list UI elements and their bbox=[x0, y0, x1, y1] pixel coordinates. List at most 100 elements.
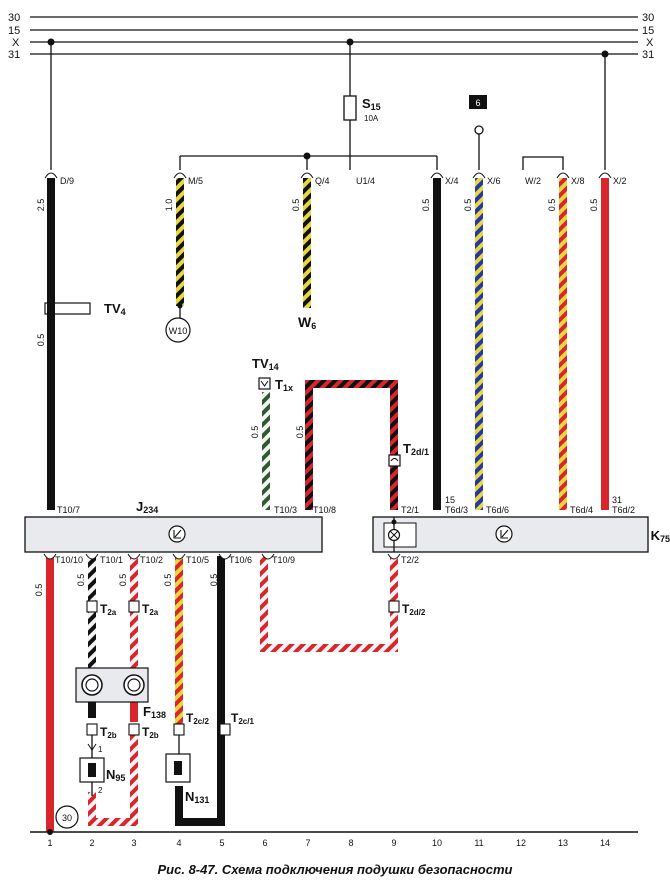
t2c1-label: T2c/1 bbox=[231, 711, 254, 726]
n95-igniter-icon bbox=[88, 763, 96, 777]
upper-wires bbox=[47, 176, 609, 510]
bus-15-left: 15 bbox=[8, 25, 20, 37]
bus-x-right: X bbox=[646, 37, 654, 49]
pin-t6d-3: T6d/3 bbox=[445, 505, 468, 515]
pin-15: 15 bbox=[445, 495, 455, 505]
t1x-arrow-icon bbox=[260, 380, 269, 387]
n95-label: N95 bbox=[106, 767, 125, 783]
pin-t6d-2: T6d/2 bbox=[612, 505, 635, 515]
wire-t10-5 bbox=[175, 556, 183, 726]
pin-t10-7: T10/7 bbox=[57, 505, 80, 515]
wire-q4 bbox=[303, 176, 311, 308]
pin-t10-10: T10/10 bbox=[55, 555, 83, 565]
wire-t10-1 bbox=[88, 556, 96, 674]
bus-31-left: 31 bbox=[8, 49, 20, 61]
wire-f138-right-out bbox=[130, 700, 138, 722]
j234-transistor-icon bbox=[173, 529, 182, 539]
lower-wires bbox=[46, 556, 398, 832]
conn-u14: U1/4 bbox=[356, 176, 375, 186]
size-d9-top: 2.5 bbox=[36, 199, 46, 212]
bus-30-left: 30 bbox=[8, 12, 20, 24]
bus-15-right: 15 bbox=[642, 25, 654, 37]
pin-t10-5: T10/5 bbox=[186, 555, 209, 565]
conn-m5: M/5 bbox=[188, 176, 203, 186]
f138-coil-left-icon bbox=[81, 674, 103, 696]
wire-t10-2 bbox=[130, 556, 138, 674]
ground-num-14: 14 bbox=[600, 838, 610, 848]
size-bottom-1: 0.5 bbox=[34, 584, 44, 597]
wire-m5 bbox=[176, 176, 184, 306]
pin-t10-6: T10/6 bbox=[229, 555, 252, 565]
pin-t6d-4: T6d/4 bbox=[570, 505, 593, 515]
bus-30-right: 30 bbox=[642, 12, 654, 24]
ground-num-2: 2 bbox=[89, 838, 94, 848]
pin-t10-3: T10/3 bbox=[274, 505, 297, 515]
k75-junction bbox=[391, 519, 397, 525]
ground-num-10: 10 bbox=[432, 838, 442, 848]
pin-t6d-6: T6d/6 bbox=[486, 505, 509, 515]
wire-x6 bbox=[475, 176, 483, 510]
pin-t10-8: T10/8 bbox=[313, 505, 336, 515]
ground-num-13: 13 bbox=[558, 838, 568, 848]
n131-label: N131 bbox=[185, 789, 209, 805]
conn-q4: Q/4 bbox=[315, 176, 330, 186]
ground-num-12: 12 bbox=[516, 838, 526, 848]
n95-connector-icon bbox=[87, 743, 97, 751]
t1x-label: T1x bbox=[275, 377, 293, 393]
size-x6: 0.5 bbox=[463, 199, 473, 212]
terminal-circle bbox=[474, 125, 484, 135]
ground-num-8: 8 bbox=[348, 838, 353, 848]
conn-w2: W/2 bbox=[525, 176, 541, 186]
f138-coil-left-inner bbox=[85, 678, 99, 692]
bus-31-right: 31 bbox=[642, 49, 654, 61]
size-bottom-3: 0.5 bbox=[118, 574, 128, 587]
ground-num-7: 7 bbox=[305, 838, 310, 848]
t2a-left-label: T2a bbox=[100, 602, 117, 617]
size-bottom-2: 0.5 bbox=[76, 574, 86, 587]
size-d9-mid: 0.5 bbox=[36, 334, 46, 347]
ground-num-11: 11 bbox=[474, 838, 483, 848]
size-tv14: 0.5 bbox=[250, 426, 260, 439]
conn-x6: X/6 bbox=[487, 176, 501, 186]
wire-x4 bbox=[433, 176, 441, 510]
t2d1-label: T2d/1 bbox=[403, 441, 429, 457]
ground-30-circle bbox=[55, 805, 79, 829]
tv4-box bbox=[44, 302, 91, 315]
bus-x-left: X bbox=[12, 37, 20, 49]
lamp-cross-icon bbox=[389, 530, 399, 540]
tv4-label: TV4 bbox=[104, 301, 126, 317]
pin-31: 31 bbox=[612, 495, 622, 505]
t2d2-label: T2d/2 bbox=[402, 602, 426, 617]
ground-30-label: 30 bbox=[62, 813, 72, 823]
ground-num-3: 3 bbox=[131, 838, 136, 848]
wire-loop bbox=[305, 380, 398, 510]
w10-circle bbox=[165, 317, 191, 343]
wire-n95-return bbox=[88, 730, 138, 826]
f138-coil-right-inner bbox=[127, 678, 141, 692]
lower-connector-caps bbox=[43, 553, 401, 560]
f138-coil-right-icon bbox=[123, 674, 145, 696]
t2c2-label: T2c/2 bbox=[186, 711, 209, 726]
fuse-label: S15 bbox=[362, 96, 381, 112]
size-x8: 0.5 bbox=[547, 199, 557, 212]
ground-num-9: 9 bbox=[391, 838, 396, 848]
pin-t10-2: T10/2 bbox=[140, 555, 163, 565]
wire-t10-6 bbox=[175, 556, 225, 826]
wire-x8 bbox=[559, 176, 567, 510]
marker-6-text: 6 bbox=[475, 98, 480, 108]
marker-6-badge bbox=[469, 95, 487, 109]
bus-junctions bbox=[47, 38, 609, 160]
size-bottom-5: 0.5 bbox=[209, 574, 219, 587]
ground-num-5: 5 bbox=[219, 838, 224, 848]
n131-igniter-icon bbox=[174, 761, 182, 775]
tv14-label: TV14 bbox=[252, 356, 279, 372]
size-x2: 0.5 bbox=[589, 199, 599, 212]
k75-label: K75 bbox=[651, 528, 670, 544]
size-q4: 0.5 bbox=[291, 199, 301, 212]
figure-caption: Рис. 8-47. Схема подключения подушки без… bbox=[157, 862, 513, 877]
size-bottom-4: 0.5 bbox=[163, 574, 173, 587]
conn-x8: X/8 bbox=[571, 176, 585, 186]
j234-label: J234 bbox=[136, 499, 158, 515]
t2d1-connector bbox=[388, 454, 401, 467]
